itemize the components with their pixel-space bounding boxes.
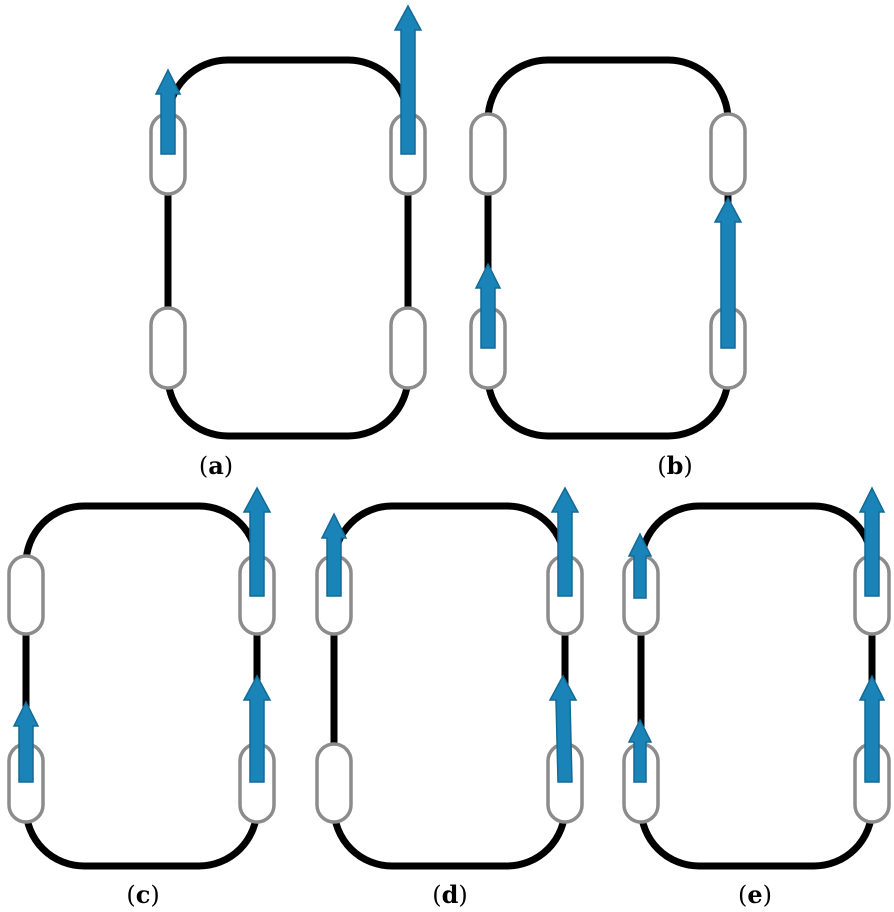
force-arrow-front-right bbox=[242, 486, 272, 597]
panel-a-caption: (a) bbox=[199, 451, 233, 480]
panel-a: (a) bbox=[149, 4, 427, 480]
force-arrow-rear-left bbox=[474, 262, 502, 349]
force-arrow-front-left bbox=[320, 512, 348, 597]
force-arrow-rear-right bbox=[713, 196, 743, 349]
vehicle-body bbox=[484, 56, 732, 440]
chassis-outline bbox=[164, 56, 412, 440]
wheel-front-right bbox=[709, 112, 747, 196]
wheel-front-left bbox=[7, 554, 45, 636]
panel-c-caption: (c) bbox=[126, 880, 159, 909]
force-arrow-rear-right bbox=[242, 674, 272, 783]
vehicle-body bbox=[164, 56, 412, 440]
panel-d: (d) bbox=[315, 486, 584, 909]
force-arrow-rear-right bbox=[858, 674, 886, 783]
panel-e-caption: (e) bbox=[738, 880, 772, 909]
force-arrow-front-right bbox=[393, 4, 423, 155]
panel-c: (c) bbox=[7, 486, 276, 909]
force-arrow-rear-right bbox=[548, 674, 578, 783]
force-arrow-rear-left bbox=[12, 700, 40, 783]
vehicle-body bbox=[22, 502, 261, 870]
vehicle-body bbox=[637, 502, 876, 870]
force-arrow-rear-left bbox=[627, 718, 653, 783]
wheel-rear-right bbox=[389, 306, 427, 390]
force-arrow-front-left bbox=[627, 532, 653, 599]
wheel-front-left bbox=[469, 112, 507, 196]
panel-b: (b) bbox=[469, 56, 747, 480]
vehicle-body bbox=[330, 502, 569, 870]
chassis-outline bbox=[22, 502, 261, 870]
force-arrow-front-right bbox=[550, 486, 580, 597]
panel-d-caption: (d) bbox=[432, 880, 468, 909]
panel-e: (e) bbox=[622, 486, 891, 909]
force-arrow-front-right bbox=[858, 486, 886, 597]
force-arrow-front-left bbox=[154, 68, 182, 155]
chassis-outline bbox=[637, 502, 876, 870]
wheel-rear-left bbox=[149, 306, 187, 390]
panel-b-caption: (b) bbox=[657, 451, 693, 480]
chassis-outline bbox=[484, 56, 732, 440]
wheel-rear-left bbox=[315, 742, 353, 824]
chassis-outline bbox=[330, 502, 569, 870]
